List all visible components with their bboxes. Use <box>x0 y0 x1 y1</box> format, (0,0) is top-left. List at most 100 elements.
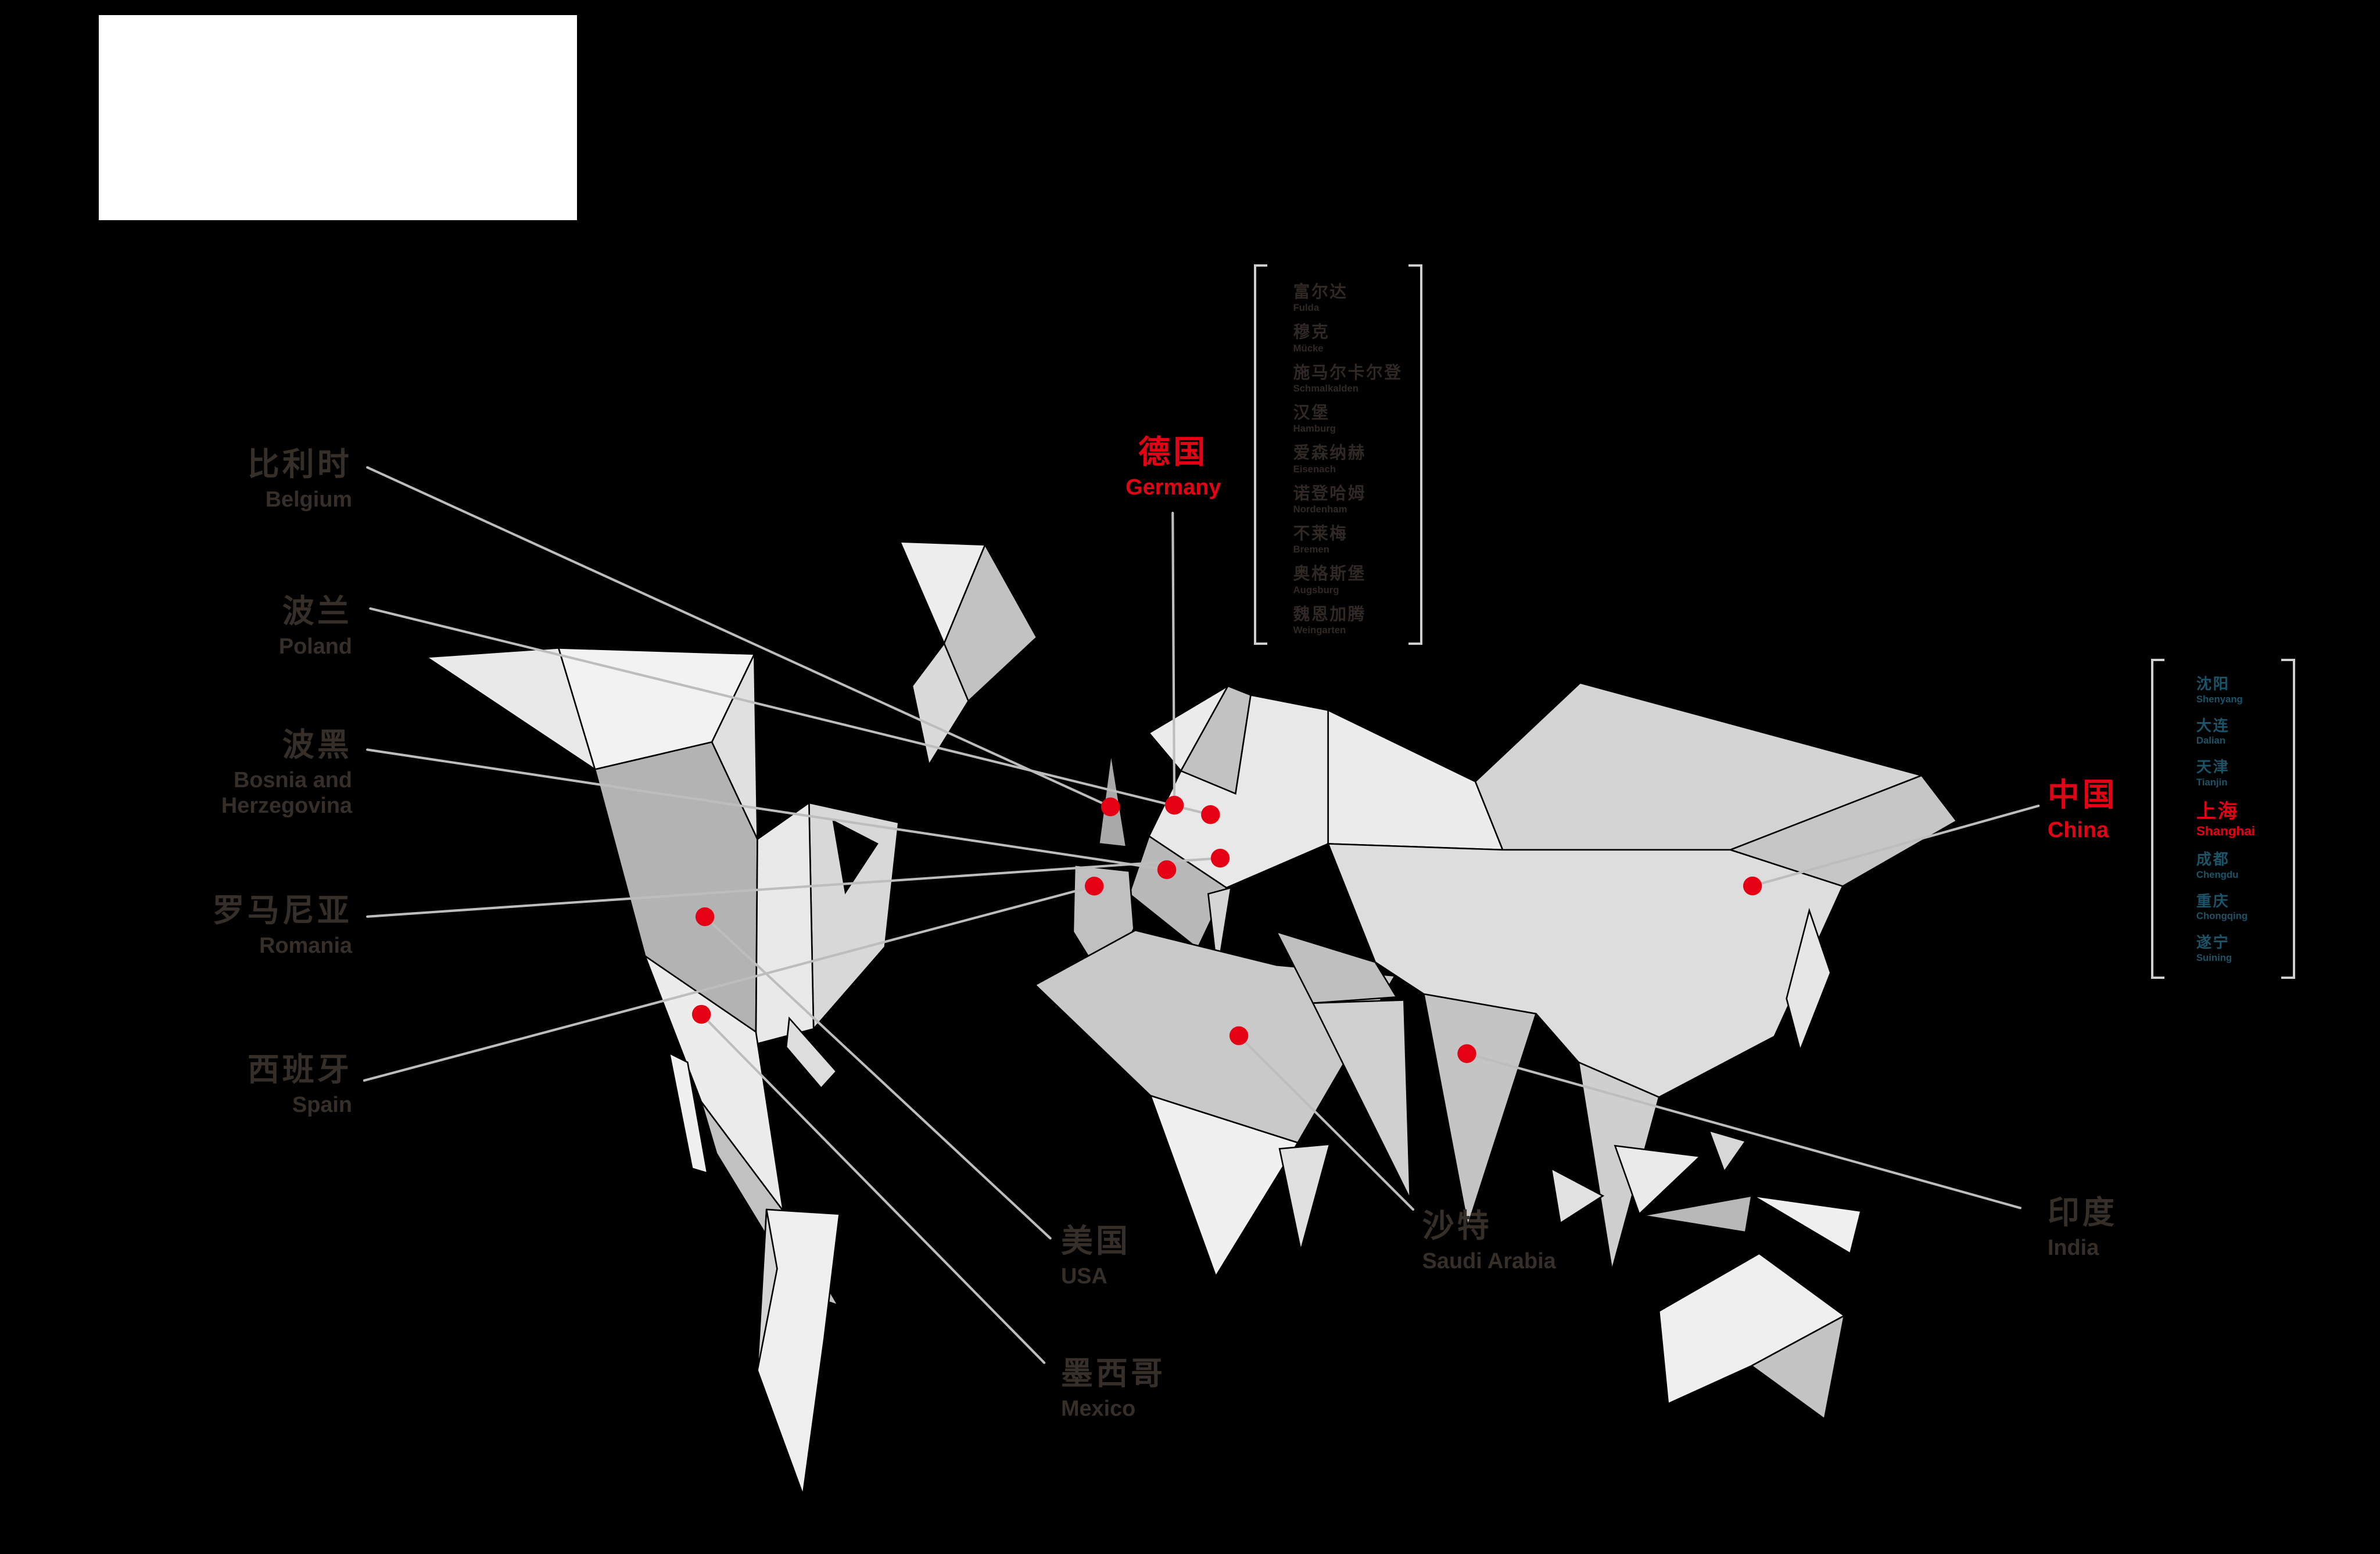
country-name-zh: 波黑 <box>282 727 353 763</box>
country-name-en: Bosnia and <box>233 768 353 793</box>
connector-line-india <box>1465 1052 2021 1210</box>
location-dot-germany <box>1164 795 1184 815</box>
country-name-zh: 西班牙 <box>247 1051 353 1088</box>
country-name-zh: 比利时 <box>247 446 353 482</box>
city-name-en: Eisenach <box>1293 463 1336 475</box>
connector-line-china <box>1751 805 2040 888</box>
city-name-zh: 天津 <box>2196 758 2230 776</box>
country-name-zh: 美国 <box>1060 1223 1131 1259</box>
connector-line-saudi <box>1238 1034 1415 1211</box>
continent-south-america <box>757 1208 841 1495</box>
location-dot-china <box>1743 876 1762 896</box>
city-entry: 遂宁 Suining <box>2196 934 2255 963</box>
map-facet-italy <box>1207 887 1232 973</box>
country-name-zh: 罗马尼亚 <box>212 892 353 928</box>
connector-line-belgium <box>366 466 1112 809</box>
map-facet <box>1750 1314 1845 1420</box>
location-dot-spain <box>1084 877 1104 896</box>
country-name-zh: 波兰 <box>282 593 353 630</box>
country-name-en: China <box>2047 818 2109 843</box>
connector-line-bosnia <box>366 748 1169 871</box>
map-facet <box>1752 1195 1862 1255</box>
country-label-saudi: 沙特 Saudi Arabia <box>1422 1208 1556 1274</box>
city-name-zh: 富尔达 <box>1293 282 1348 302</box>
country-name-zh: 沙特 <box>1422 1208 1492 1244</box>
location-dot-belgium <box>1101 797 1120 817</box>
china-city-list: 沈阳 Shenyang 大连 Dalian 天津 Tianjin 上海 Shan… <box>2150 658 2295 979</box>
city-name-en: Mücke <box>1293 342 1324 354</box>
city-name-zh: 成都 <box>2196 850 2230 868</box>
city-name-en: Hamburg <box>1293 423 1336 435</box>
city-name-en: Nordenham <box>1293 504 1347 515</box>
country-name-zh: 中国 <box>2047 777 2118 813</box>
country-label-mexico: 墨西哥 Mexico <box>1061 1355 1166 1422</box>
country-name-en: Saudi Arabia <box>1422 1249 1556 1274</box>
germany-city-list: 富尔达 Fulda 穆克 Mücke 施马尔卡尔登 Schmalkalden 汉… <box>1253 264 1422 645</box>
continent-australia <box>1658 1252 1846 1420</box>
city-entry: 不莱梅 Bremen <box>1293 524 1403 555</box>
city-name-zh: 汉堡 <box>1293 403 1330 422</box>
continent-north-america <box>424 647 899 1307</box>
connector-line-usa <box>704 915 1052 1240</box>
country-label-india: 印度 India <box>2048 1194 2117 1261</box>
connector-line-germany <box>1171 511 1176 807</box>
city-name-zh: 奥格斯堡 <box>1293 565 1366 584</box>
country-name-en: Germany <box>1126 475 1221 500</box>
country-name-en: Poland <box>278 634 353 659</box>
bracket-right <box>2281 658 2295 979</box>
country-name-en: Herzegovina <box>221 793 353 818</box>
country-name-en: Romania <box>259 933 353 958</box>
city-name-en: Shenyang <box>2196 693 2243 705</box>
location-dot-romania <box>1210 849 1230 868</box>
continent-greenland <box>899 541 1038 767</box>
map-facet <box>668 1051 708 1175</box>
country-label-bosnia: 波黑 Bosnia and Herzegovina <box>221 727 352 819</box>
location-dot-bosnia <box>1157 860 1177 880</box>
map-facet-notch <box>832 819 879 895</box>
city-name-zh: 不莱梅 <box>1293 525 1348 544</box>
map-facet-japan <box>1786 907 1831 1053</box>
city-name-en: Fulda <box>1293 302 1320 314</box>
city-entry: 大连 Dalian <box>2196 717 2255 747</box>
country-name-zh: 墨西哥 <box>1060 1355 1166 1391</box>
location-dot-mexico <box>691 1004 711 1024</box>
map-facet <box>911 641 970 767</box>
city-name-en: Chongqing <box>2196 910 2248 922</box>
map-facet <box>755 801 815 1045</box>
city-entry: 诺登哈姆 Nordenham <box>1293 484 1403 515</box>
continent-asia <box>1327 682 1958 1271</box>
location-dot-poland <box>1201 805 1220 824</box>
china-city-items: 沈阳 Shenyang 大连 Dalian 天津 Tianjin 上海 Shan… <box>2196 675 2255 975</box>
country-name-zh: 印度 <box>2047 1194 2118 1230</box>
bracket-left <box>2150 658 2165 979</box>
map-facet <box>1275 930 1398 1004</box>
country-label-poland: 波兰 Poland <box>279 593 352 659</box>
city-entry: 穆克 Mücke <box>1293 322 1403 354</box>
city-entry: 天津 Tianjin <box>2196 758 2255 788</box>
city-name-zh: 大连 <box>2196 716 2230 734</box>
city-name-en: Dalian <box>2196 735 2226 747</box>
city-entry-shanghai-highlighted: 上海 Shanghai <box>2196 800 2255 839</box>
city-name-zh: 魏恩加腾 <box>1293 605 1366 624</box>
logo-placeholder <box>98 15 577 220</box>
city-name-en: Suining <box>2196 952 2232 963</box>
city-entry: 富尔达 Fulda <box>1293 282 1403 314</box>
country-label-china: 中国 China <box>2048 777 2117 843</box>
country-name-en: Mexico <box>1060 1396 1136 1421</box>
city-name-en: Augsburg <box>1293 584 1339 595</box>
country-label-romania: 罗马尼亚 Romania <box>213 892 352 959</box>
location-dot-saudi <box>1229 1026 1249 1046</box>
country-name-en: USA <box>1060 1264 1107 1289</box>
map-facet <box>1708 1129 1747 1173</box>
city-name-en: Tianjin <box>2196 776 2228 788</box>
city-name-en: Schmalkalden <box>1293 383 1359 394</box>
city-entry: 爱森纳赫 Eisenach <box>1293 443 1403 475</box>
location-dot-usa <box>695 907 715 927</box>
region-india <box>1422 993 1537 1227</box>
map-facet <box>785 1016 838 1089</box>
city-name-zh: 重庆 <box>2196 892 2230 910</box>
country-label-usa: 美国 USA <box>1061 1223 1131 1289</box>
map-facet <box>1550 1167 1605 1225</box>
